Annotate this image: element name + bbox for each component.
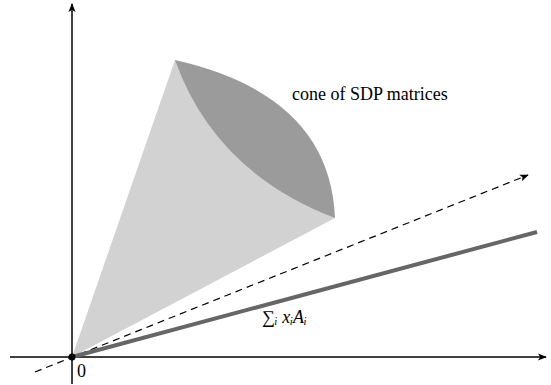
y-axis (71, 4, 73, 384)
x-axis (10, 356, 546, 358)
cone-label: cone of SDP matrices (292, 85, 448, 105)
cone-body (72, 60, 335, 357)
cone-cap (175, 60, 335, 218)
subspace-line (72, 232, 537, 357)
origin-label: 0 (77, 362, 86, 382)
sum-label: ∑ᵢ xᵢAᵢ (262, 308, 307, 328)
cone-axis (35, 175, 528, 372)
origin-dot (69, 354, 76, 361)
